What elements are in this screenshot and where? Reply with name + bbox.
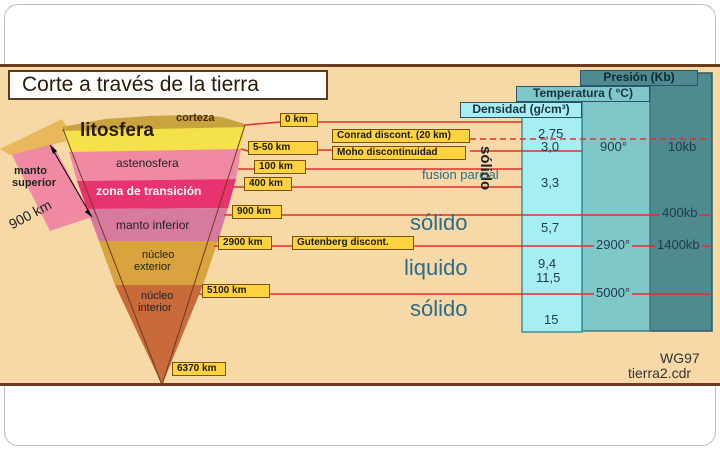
depth-tag-6370km: 6370 km <box>172 362 226 376</box>
span-arrow-head-top <box>50 145 57 154</box>
state-solido-2: sólido <box>410 296 468 321</box>
label-corteza: corteza <box>176 112 215 124</box>
conrad-discontinuity-tag: Conrad discont. (20 km) <box>332 129 470 143</box>
depth-tag-100km: 100 km <box>254 160 306 174</box>
state-liquido: liquido <box>404 255 468 280</box>
density-value-11-5: 11,5 <box>536 270 561 285</box>
span-arrow-line <box>49 144 93 218</box>
diagram-canvas <box>0 72 713 387</box>
pressure-value-1400kb: 1400kb <box>655 237 702 252</box>
density-value-5-7: 5,7 <box>541 220 560 235</box>
layer-corteza <box>62 115 245 131</box>
density-value-3-3: 3,3 <box>541 175 560 190</box>
connector-5-50km <box>240 148 249 152</box>
layer-nucleo-interior <box>115 285 203 385</box>
depth-tag-2900km: 2900 km <box>218 236 272 250</box>
density-header: Densidad (g/cm³) <box>460 102 582 118</box>
label-nucleo-exterior-1: núcleo <box>142 249 175 261</box>
depth-tag-5100km: 5100 km <box>202 284 270 298</box>
label-nucleo-exterior-2: exterior <box>134 261 171 273</box>
credit-line-1: WG97 <box>660 350 700 366</box>
state-fusion-parcial: fusion parcial <box>422 167 499 182</box>
diagram-title: Corte a través de la tierra <box>8 70 328 100</box>
cone-outline <box>62 124 246 387</box>
earth-cross-section-figure <box>0 64 720 387</box>
layer-litosfera <box>63 125 245 152</box>
pressure-value-10kb: 10kb <box>668 139 697 154</box>
density-value-2-75: 2,75 <box>538 126 564 141</box>
temperature-value-900: 900° <box>600 139 627 154</box>
label-nucleo-interior-2: interior <box>138 302 172 314</box>
connector-0km <box>244 121 281 126</box>
pressure-value-400kb: 400kb <box>660 205 700 220</box>
temperature-value-5000: 5000° <box>594 285 633 300</box>
pressure-header: Presión (Kb) <box>580 70 698 86</box>
moho-discontinuity-tag: Moho discontinuidad <box>332 146 466 160</box>
manto-superior-band <box>10 143 92 231</box>
layer-zona-transicion <box>77 179 236 209</box>
label-manto-superior-2: superior <box>12 177 57 189</box>
label-litosfera: litosfera <box>80 120 154 141</box>
layer-astenosfera <box>69 149 241 181</box>
layer-manto-inferior <box>87 208 228 241</box>
label-astenosfera: astenosfera <box>116 156 179 170</box>
temperature-header: Temperatura ( °C) <box>516 86 650 102</box>
pressure-column <box>649 72 713 332</box>
corteza-band <box>0 119 74 155</box>
credit-line-2: tierra2.cdr <box>628 365 692 381</box>
layer-nucleo-exterior <box>99 241 218 285</box>
label-nucleo-interior-1: núcleo <box>141 290 174 302</box>
state-solido-1: sólido <box>410 210 468 235</box>
label-manto-inferior: manto inferior <box>116 218 190 232</box>
density-value-3-0: 3,0 <box>541 139 560 154</box>
depth-tag-5-50km: 5-50 km <box>248 141 318 155</box>
label-manto-superior-1: manto <box>14 165 47 177</box>
density-value-15: 15 <box>544 312 559 327</box>
depth-tag-0km: 0 km <box>280 113 318 127</box>
span-arrow-head-bottom <box>85 209 92 217</box>
density-value-9-4: 9,4 <box>538 256 557 271</box>
depth-tag-400km: 400 km <box>244 177 292 191</box>
temperature-value-2900: 2900° <box>594 237 633 252</box>
label-zona-transicion: zona de transición <box>96 184 202 198</box>
gutenberg-discontinuity-tag: Gutenberg discont. <box>292 236 414 250</box>
depth-tag-900km: 900 km <box>232 205 282 219</box>
